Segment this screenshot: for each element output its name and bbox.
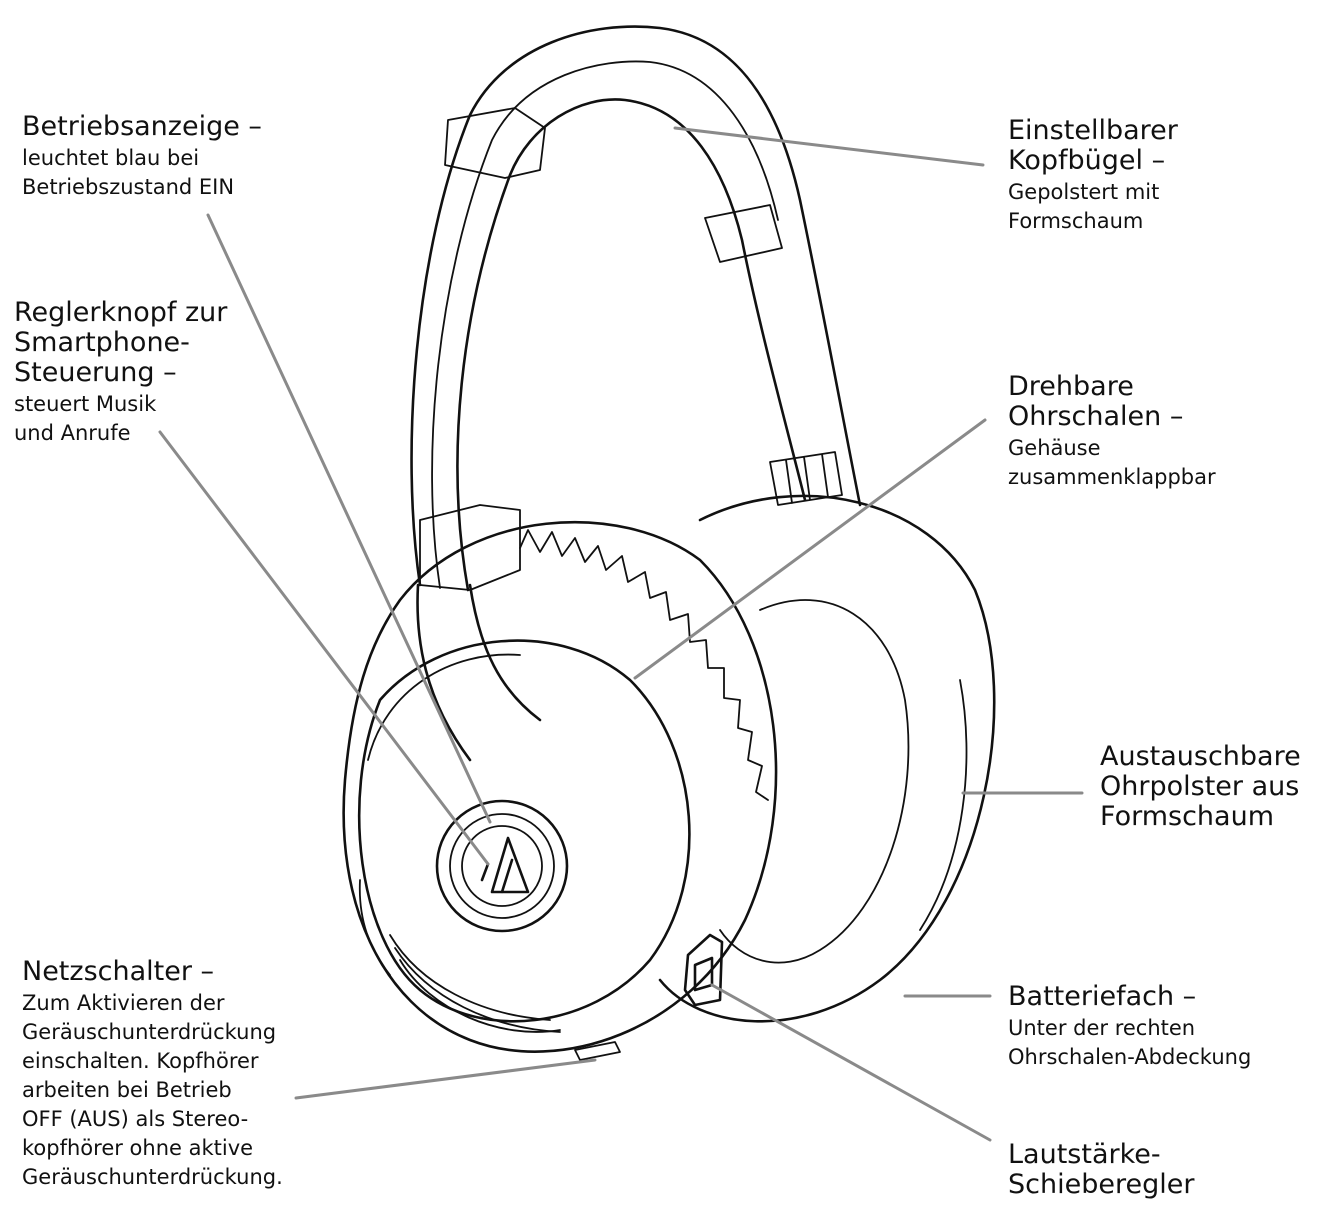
callout-betriebsanzeige: Betriebsanzeige – leuchtet blau bei Betr…	[22, 112, 262, 202]
headband-hinge	[769, 451, 843, 506]
headband-inner-edge	[456, 98, 807, 592]
callout-description: Gepolstert mit Formschaum	[1008, 180, 1160, 233]
yoke-arm	[416, 583, 542, 762]
callout-title: Netzschalter –	[22, 956, 215, 987]
callout-title: Austauschbare Ohrpolster aus Formschaum	[1100, 741, 1301, 832]
leader-netzschalter	[294, 1058, 597, 1100]
callout-batteriefach: Batteriefach – Unter der rechten Ohrscha…	[1008, 982, 1251, 1072]
callout-title: Reglerknopf zur Smartphone- Steuerung –	[14, 297, 228, 388]
control-knob-center	[461, 825, 543, 907]
left-earcup-shell	[342, 520, 778, 1053]
headband-slider-right	[704, 204, 783, 263]
headband-outline	[410, 25, 862, 587]
callout-title: Drehbare Ohrschalen –	[1008, 371, 1184, 432]
right-earcup-edge	[919, 679, 968, 931]
headband-ridge	[431, 60, 779, 589]
leader-reglerknopf	[158, 430, 490, 866]
callout-ohrschalen: Drehbare Ohrschalen – Gehäuse zusammenkl…	[1008, 372, 1216, 492]
control-knob-outer	[435, 799, 569, 933]
callout-title: Betriebsanzeige –	[22, 111, 262, 142]
headband-slider-left	[444, 107, 546, 179]
callout-lautstaerke: Lautstärke- Schieberegler	[1008, 1140, 1194, 1200]
callout-netzschalter: Netzschalter – Zum Aktivieren der Geräus…	[22, 957, 283, 1192]
right-earcup-inner	[719, 599, 910, 964]
volume-slider	[683, 933, 724, 1007]
callout-kopfbuegel: Einstellbarer Kopfbügel – Gepolstert mit…	[1008, 116, 1178, 236]
power-switch	[574, 1041, 621, 1061]
callout-reglerknopf: Reglerknopf zur Smartphone- Steuerung – …	[14, 298, 227, 448]
left-earcup-teeth	[519, 529, 769, 801]
yoke-shoulder	[419, 504, 521, 591]
callout-description: leuchtet blau bei Betriebszustand EIN	[22, 146, 235, 199]
control-knob-inner	[449, 813, 555, 919]
callout-description: steuert Musik und Anrufe	[14, 392, 157, 445]
right-earcup-cushion	[658, 494, 996, 1023]
leader-kopfbuegel	[673, 126, 985, 167]
callout-ohrpolster: Austauschbare Ohrpolster aus Formschaum	[1100, 742, 1301, 832]
leader-betriebsanzeige	[206, 213, 492, 824]
left-earcup-face	[357, 639, 691, 1023]
callout-title: Einstellbarer Kopfbügel –	[1008, 115, 1178, 176]
callout-title: Batteriefach –	[1008, 981, 1197, 1012]
callout-title: Lautstärke- Schieberegler	[1008, 1139, 1195, 1200]
leader-ohrschalen	[633, 418, 987, 680]
callout-description: Zum Aktivieren der Geräuschunterdrückung…	[22, 991, 283, 1189]
callout-description: Unter der rechten Ohrschalen-Abdeckung	[1008, 1016, 1252, 1069]
left-earcup-grille	[389, 934, 561, 1033]
brand-logo-icon	[480, 836, 530, 894]
callout-description: Gehäuse zusammenklappbar	[1008, 436, 1216, 489]
leader-lautstaerke	[710, 983, 992, 1142]
